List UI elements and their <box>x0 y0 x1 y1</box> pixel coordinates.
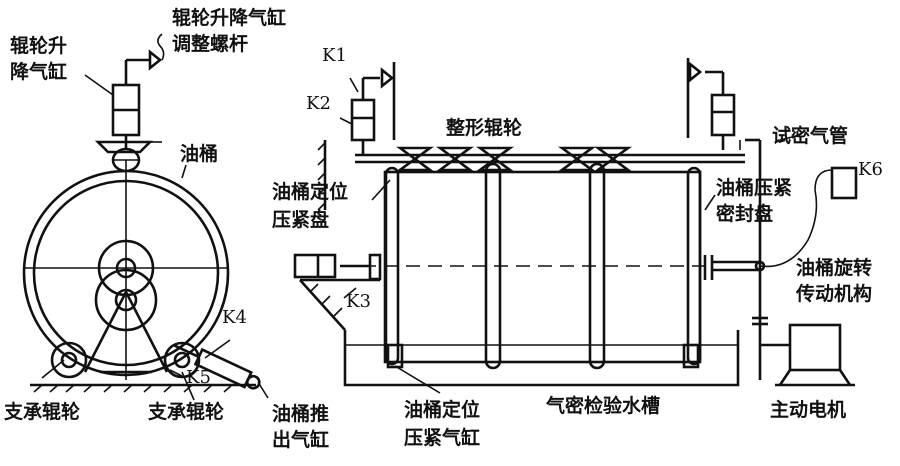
lift-cylinder-right <box>710 93 736 137</box>
label-support-roller-left: 支承辊轮 <box>4 401 81 423</box>
label-shaping-rollers: 整形辊轮 <box>446 117 523 139</box>
drive-gear-upper <box>97 239 155 297</box>
positioning-disc <box>368 253 382 281</box>
drive-gear-lower <box>94 268 158 332</box>
label-support-roller-right: 支承辊轮 <box>148 401 225 423</box>
label-roller-lift-2: 降气缸 <box>10 61 68 83</box>
shaping-roller-group-2 <box>558 146 632 172</box>
label-k6: K6 <box>858 159 883 180</box>
label-motor: 主动电机 <box>770 399 847 421</box>
oil-drum-side-view <box>383 170 702 364</box>
label-cylinder-adjust-2: 调整螺杆 <box>172 33 249 55</box>
label-k3: K3 <box>346 291 371 312</box>
label-eject-1: 油桶推 <box>272 403 330 425</box>
label-positioning-cylinder-2: 压紧气缸 <box>404 427 481 449</box>
label-k4: K4 <box>222 307 247 328</box>
label-seal-disc-2: 密封盘 <box>716 203 774 225</box>
label-water-tank: 气密检验水槽 <box>546 395 661 417</box>
label-cylinder-adjust-1: 辊轮升降气缸 <box>172 7 287 29</box>
label-rotation-drive-2: 传动机构 <box>796 283 873 305</box>
label-eject-2: 出气缸 <box>272 429 330 451</box>
eject-cylinder <box>172 343 261 390</box>
label-positioning-cylinder-1: 油桶定位 <box>404 399 481 421</box>
end-view <box>22 33 269 401</box>
label-rotation-drive-1: 油桶旋转 <box>796 257 873 279</box>
label-positioning-disc-1: 油桶定位 <box>272 181 349 203</box>
label-k1: K1 <box>322 45 347 66</box>
support-roller-right <box>163 341 201 379</box>
label-test-air-pipe: 试密气管 <box>772 125 849 147</box>
water-tank <box>343 330 740 387</box>
support-roller-left <box>50 341 88 379</box>
drive-motor <box>788 323 842 372</box>
lift-cylinder-left <box>350 98 376 142</box>
label-roller-lift-1: 辊轮升 <box>10 35 68 57</box>
side-view <box>293 58 858 394</box>
shaping-roller-group-1 <box>396 146 514 172</box>
test-air-pipe <box>739 140 833 268</box>
label-k5: K5 <box>186 367 211 388</box>
label-seal-disc-1: 油桶压紧 <box>716 177 793 199</box>
label-oil-drum: 油桶 <box>180 143 219 165</box>
k6-valve <box>830 166 858 200</box>
label-k2: K2 <box>306 93 331 114</box>
positioning-cylinder <box>293 253 337 279</box>
label-positioning-disc-2: 压紧盘 <box>272 209 330 231</box>
